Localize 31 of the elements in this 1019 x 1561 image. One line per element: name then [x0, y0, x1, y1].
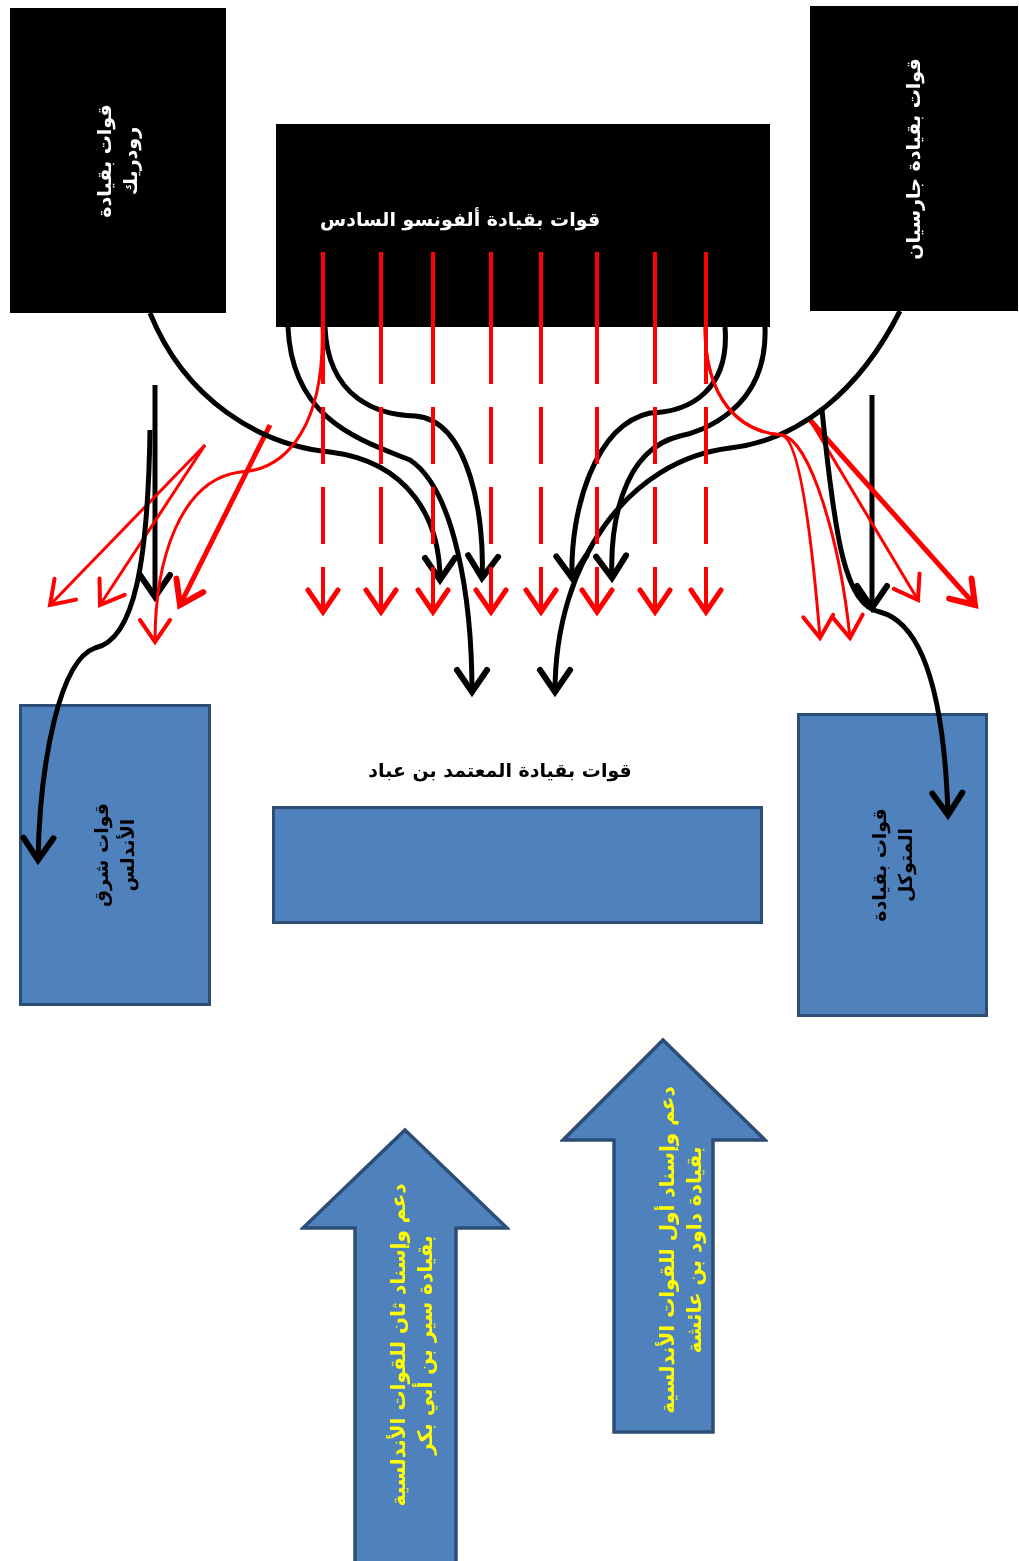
unit-box	[276, 124, 770, 327]
unit-box	[19, 704, 211, 1006]
arrow	[579, 327, 615, 615]
arrow	[819, 409, 966, 818]
arrow	[637, 327, 673, 615]
arrow-label: دعم وإسناد أول للقوات الأندلسية بقيادة داود بن عائشة	[654, 1085, 707, 1416]
arrow	[147, 311, 458, 583]
arrow	[593, 326, 768, 581]
unit-box	[797, 713, 988, 1017]
unit-label: قوات بقيادة ألفونسو السادس	[319, 207, 601, 233]
unit-label: قوات بقيادة المتوكل	[866, 807, 918, 924]
unit-label: قوات بقيادة جارسيان	[901, 56, 926, 262]
arrow	[363, 327, 399, 615]
unit-box	[10, 8, 226, 313]
arrow-label: دعم وإسناد ثان للقوات الأندلسية بقيادة سير بن أبي بكر	[385, 1182, 439, 1509]
arrow	[523, 327, 559, 615]
arrow	[285, 326, 490, 695]
unit-label: قوات بقيادة رودريك	[92, 102, 143, 220]
arrow	[322, 326, 501, 581]
arrow	[473, 327, 509, 615]
unit-label: قوات شرق الأندلس	[89, 801, 140, 910]
arrow	[554, 326, 728, 581]
arrow	[138, 327, 324, 644]
unit-box	[810, 6, 1018, 311]
arrow	[415, 327, 451, 615]
arrow	[688, 327, 724, 615]
arrow	[305, 327, 341, 615]
arrow	[20, 429, 153, 863]
unit-label: قوات بقيادة المعتمد بن عباد	[368, 758, 632, 784]
arrow	[538, 309, 903, 695]
arrow	[703, 326, 865, 640]
